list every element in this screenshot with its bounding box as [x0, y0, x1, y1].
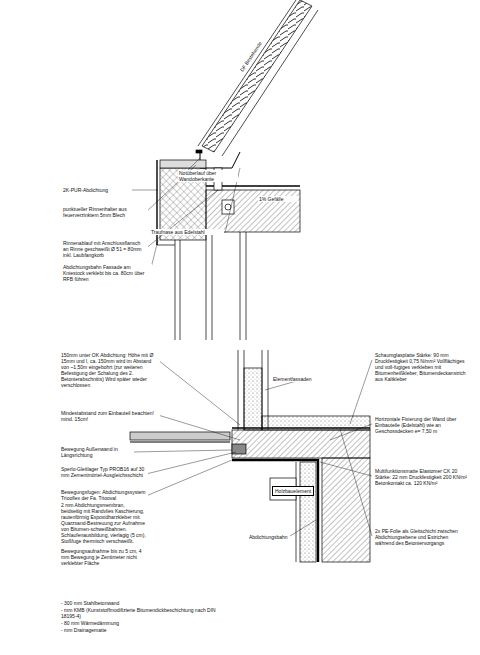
annotation-label: Traufnase aus Edelstahl: [150, 229, 224, 235]
annotation-label: Multifunktionsmatte Elastomer CK 20 Stär…: [374, 468, 468, 486]
lower-detail: [130, 350, 372, 562]
annotation-label: 1% Gefälle: [258, 196, 298, 202]
annotation-label: 2x PE-Folie als Gleitschicht zwischen Ab…: [374, 528, 468, 546]
annotation-label: Horizontale Fixierung der Wand über Einb…: [374, 416, 468, 434]
annotation-label: Abdichtungsbahn Fassade am Kniestock ver…: [62, 264, 152, 282]
annotation-label: Mindestabstand zum Einbauteil beachten! …: [60, 410, 160, 422]
annotation-label: 150mm unter OK Abdichtung: Höhe mit Ø 15…: [60, 352, 160, 388]
annotation-label: punktueller Rinnenhalter aus feuerverzin…: [62, 206, 148, 218]
annotation-label: Holzbauelement: [272, 486, 314, 496]
annotation-label: - mm Drainagematte: [60, 627, 222, 633]
annotation-label: Schaumglasplatte Stärke: 90 mm Druckfest…: [374, 352, 468, 382]
annotation-label: Bewegungsaufnahme bis zu 5 cm, 4 mm Bewe…: [60, 548, 148, 566]
annotation-label: 2K-PUR-Abdichtung: [62, 187, 132, 193]
annotation-label: Notüberlauf über Wandoberkante: [178, 170, 238, 182]
annotation-label: - 80 mm Wärmedämmung: [60, 620, 222, 626]
annotation-label: Bewegung Außenwand in Längsrichtung: [60, 446, 134, 458]
annotation-label: - 300 mm Stahlbetonwand: [60, 600, 222, 606]
annotation-label: Abdichtungsbahn: [248, 534, 289, 540]
annotation-label: Bewegungsfugen: Abdichtungssystem Trioof…: [60, 489, 148, 501]
annotation-label: 2 mm Abdichtungsmembran, beidseitig mit …: [60, 502, 148, 544]
upper-detail: [130, 0, 318, 340]
annotation-label: Elementfassaden: [272, 376, 313, 382]
annotation-label: Rinnenablauf mit Anschlussflansch an Rin…: [62, 240, 148, 258]
annotation-label: - mm KMB (Kunststoffmodifizierte Bitumen…: [60, 607, 222, 619]
annotation-label: Sperlo-Gleitlager Typ PROB16 auf 30 mm Z…: [60, 466, 148, 478]
